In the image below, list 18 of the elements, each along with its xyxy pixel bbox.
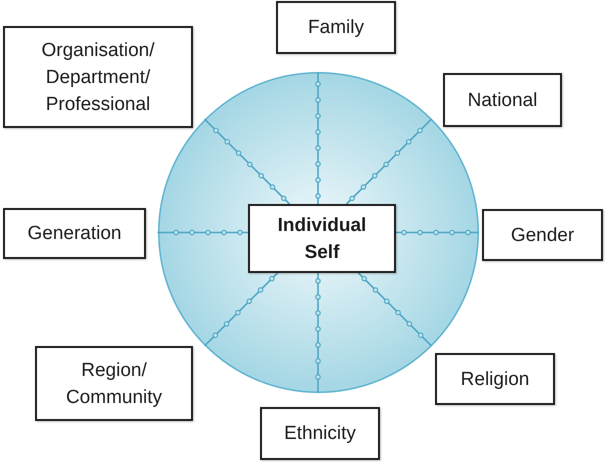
category-label: Gender <box>510 224 574 248</box>
category-box <box>3 208 146 259</box>
category-label: Generation <box>27 222 122 246</box>
category-box <box>435 353 555 405</box>
center-label: Individual Self <box>276 214 368 264</box>
center-box <box>248 204 396 273</box>
category-label: National <box>468 88 538 112</box>
category-box <box>482 209 603 261</box>
category-label: Family <box>308 16 364 40</box>
category-label: Religion <box>460 368 530 392</box>
category-box <box>443 73 562 127</box>
category-box <box>260 407 380 460</box>
category-box <box>35 346 193 421</box>
category-label: Region/ Community <box>64 358 164 410</box>
category-label: Ethnicity <box>284 422 356 446</box>
category-label: Organisation/ Department/ Professional <box>40 38 156 116</box>
category-box <box>3 26 193 128</box>
category-box <box>276 1 396 54</box>
